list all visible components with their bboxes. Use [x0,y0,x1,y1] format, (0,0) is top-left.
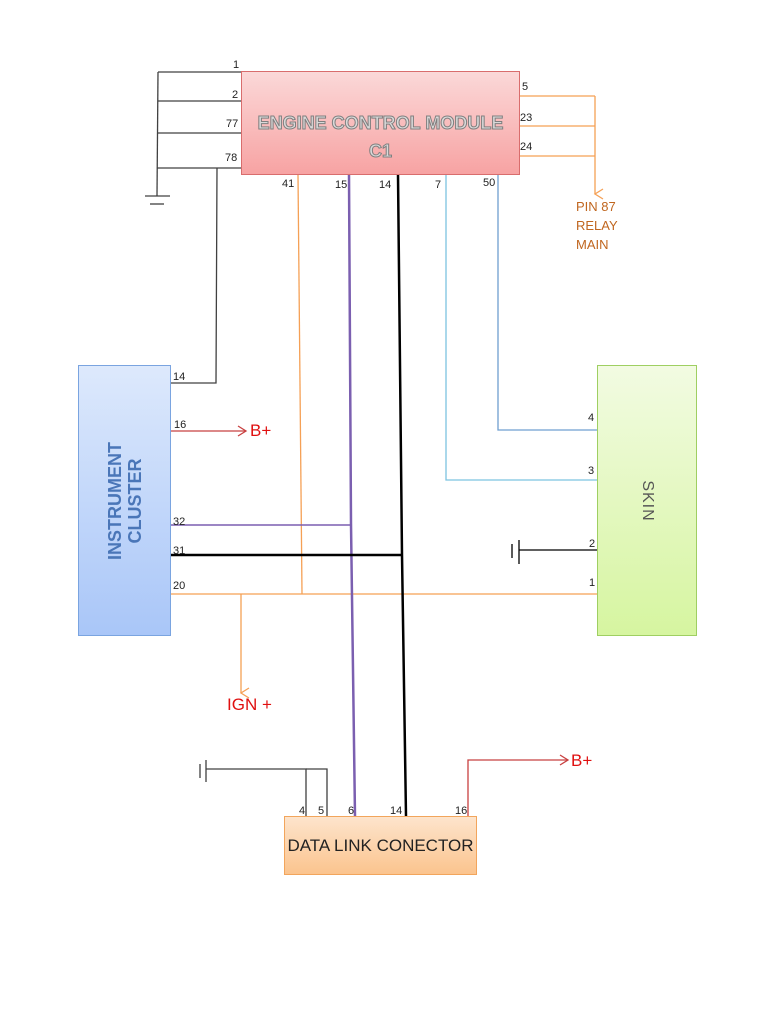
relay-label-line2: RELAY [576,218,618,233]
pin-label: 14 [390,805,403,817]
pin-label: 16 [455,805,468,817]
wire-ecm7-skin3 [445,175,597,481]
pin-label: 41 [282,178,295,190]
pin-label: 14 [173,371,186,383]
pin-label: 77 [226,118,239,130]
ground-icon [145,195,170,205]
cluster-title-line1: INSTRUMENT [104,441,125,560]
pin-label: 32 [173,516,186,528]
relay-label-line3: MAIN [576,237,609,252]
wire-ecm-relay [520,95,604,200]
pin-label: 14 [379,179,392,191]
instrument-cluster: INSTRUMENT CLUSTER [78,365,171,636]
pin-label: 1 [233,59,240,71]
pin-label: 5 [522,81,529,93]
ecm-title: ENGINE CONTROL MODULE C1 [242,109,519,165]
wire-cluster16-bplus [171,425,248,437]
wire-ecm50-skin4 [497,175,597,431]
pin-label: 24 [520,141,533,153]
skin-title: SKIN [639,479,656,522]
wire-ecm41 [297,174,303,595]
relay-label-line1: PIN 87 [576,199,616,214]
wire-ecm15-dlc6 [347,174,357,817]
skin-ground-icon [511,540,597,564]
ign-plus-label: IGN + [227,695,272,714]
relay-label: PIN 87 RELAY MAIN [576,197,618,254]
b-plus-label: B+ [250,421,272,440]
pin-label: 1 [589,577,596,589]
pin-label: 15 [335,179,348,191]
pin-label: 4 [299,805,306,817]
wire-ecm14-dlc14 [396,174,408,817]
b-plus-label: B+ [571,751,593,770]
pin-label: 4 [588,412,595,424]
skin-module: SKIN [597,365,697,636]
data-link-connector: DATA LINK CONECTOR [284,816,477,875]
pin-label: 5 [318,805,325,817]
wire-dlc16-bplus [467,754,570,816]
pin-label: 23 [520,112,533,124]
pin-label: 2 [589,538,596,550]
pin-label: 78 [225,152,238,164]
pin-label: 7 [435,179,442,191]
pin-label: 20 [173,580,186,592]
cluster-title-line2: CLUSTER [124,458,145,543]
pin-label: 16 [174,419,187,431]
dlc-ground [199,760,328,816]
pin-label: 31 [173,545,186,557]
dlc-title: DATA LINK CONECTOR [287,836,474,855]
cluster-title: INSTRUMENT CLUSTER [105,442,145,560]
wire-ecm78-cluster14 [171,167,218,384]
pin-label: 2 [232,89,239,101]
pin-label: 50 [483,177,496,189]
ecm-title-line1: ENGINE CONTROL MODULE [257,113,504,134]
pin-label: 6 [348,805,355,817]
engine-control-module: ENGINE CONTROL MODULE C1 [241,71,520,175]
ecm-title-line2: C1 [368,141,392,162]
pin-label: 3 [588,465,595,477]
ecm-ground-bus [156,71,241,197]
